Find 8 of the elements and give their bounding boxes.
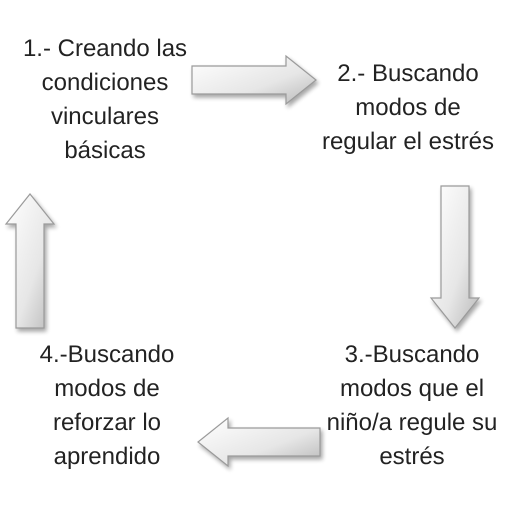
block-arrow [191,54,317,106]
step-text: 4.-Buscando modos de reforzar lo aprendido [38,340,176,472]
block-arrow [430,185,480,329]
block-arrow [4,193,56,329]
step-text: 1.- Creando las condiciones vinculares básicas [22,34,188,166]
step-text: 3.-Buscando modos que el niño/a regule su estrés [326,340,498,472]
block-arrow [197,416,321,468]
step-text: 2.- Buscando modos de regular el estrés [320,59,496,157]
